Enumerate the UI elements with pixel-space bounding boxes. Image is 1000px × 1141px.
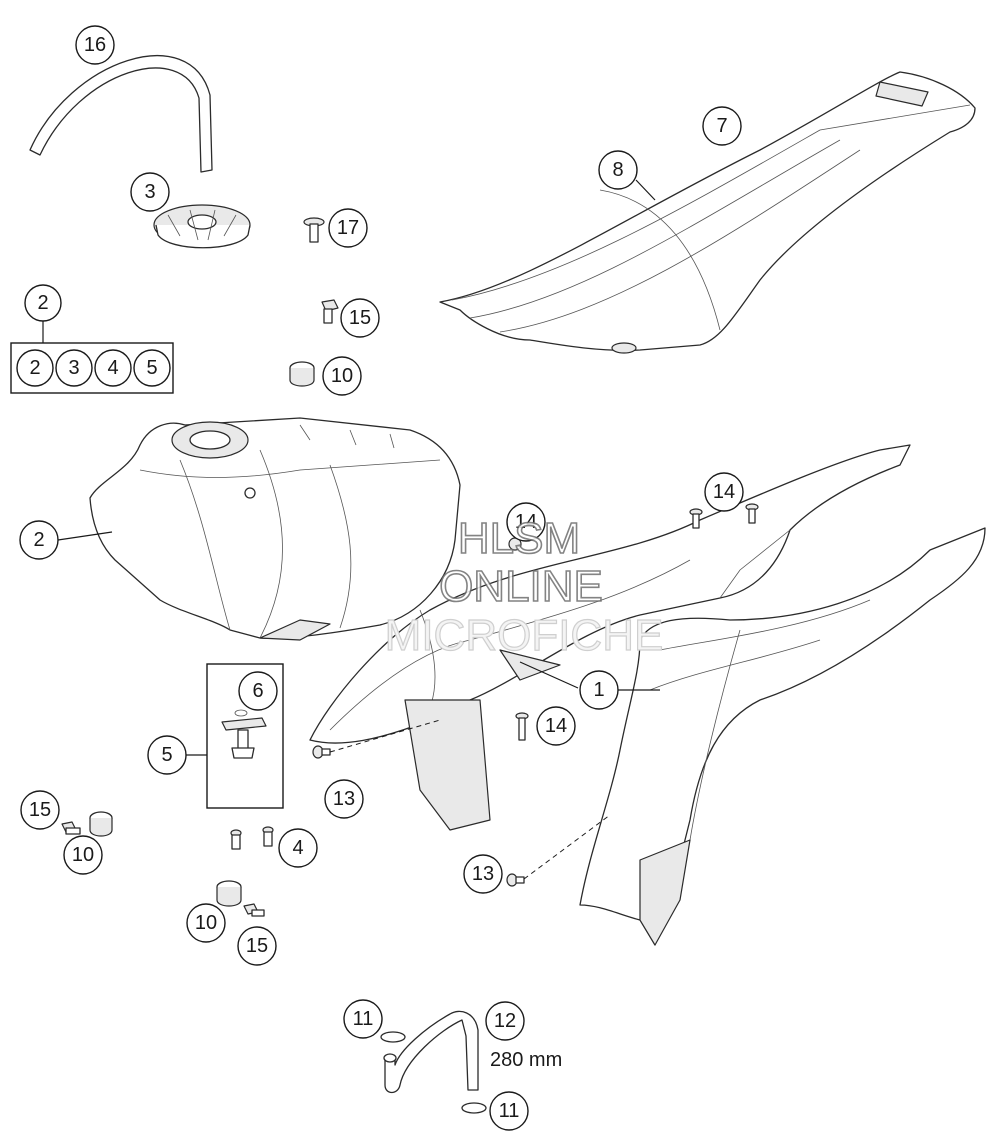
callout-13-mid: 13	[324, 779, 364, 819]
svg-text:10: 10	[331, 365, 353, 387]
svg-text:10: 10	[195, 912, 217, 934]
kit-item-5: 5	[133, 349, 171, 387]
svg-text:2: 2	[37, 292, 48, 314]
callout-13-low: 13	[463, 854, 503, 894]
svg-text:15: 15	[246, 935, 268, 957]
callout-15-low: 15	[237, 926, 277, 966]
callout-15-top: 15	[340, 298, 380, 338]
callout-6: 6	[238, 671, 278, 711]
kit-item-3: 3	[55, 349, 93, 387]
callout-8: 8	[598, 150, 638, 190]
callout-14-top: 14	[704, 472, 744, 512]
fuel-tank	[89, 417, 461, 641]
svg-text:5: 5	[161, 744, 172, 766]
svg-text:14: 14	[713, 481, 735, 503]
svg-text:4: 4	[292, 837, 303, 859]
callout-15-left: 15	[20, 790, 60, 830]
svg-text:2: 2	[33, 529, 44, 551]
svg-text:15: 15	[349, 307, 371, 329]
svg-text:14: 14	[515, 511, 537, 533]
hex-screw-15-low	[243, 903, 265, 917]
side-panel-right	[579, 527, 986, 946]
screw-14-c	[515, 712, 529, 741]
svg-text:8: 8	[612, 159, 623, 181]
callout-leaders	[42, 179, 660, 880]
svg-text:HLSM: HLSM	[458, 514, 580, 563]
spacer-10-left	[89, 811, 113, 837]
callout-11-low: 11	[489, 1091, 529, 1131]
screw-13-mid	[312, 745, 331, 759]
svg-text:14: 14	[545, 715, 567, 737]
svg-text:13: 13	[333, 788, 355, 810]
svg-text:15: 15	[29, 799, 51, 821]
callout-11-top: 11	[343, 999, 383, 1039]
svg-text:12: 12	[494, 1010, 516, 1032]
hex-screw-15-left	[61, 821, 81, 835]
callout-7: 7	[702, 106, 742, 146]
callout-14-mid: 14	[506, 502, 546, 542]
callout-10-low: 10	[186, 903, 226, 943]
screw-14-a	[689, 508, 703, 529]
svg-text:13: 13	[472, 863, 494, 885]
screws-4	[230, 826, 274, 850]
fuel-tap-assembly	[206, 663, 284, 809]
hex-screw-15-top	[321, 299, 339, 324]
svg-text:6: 6	[252, 680, 263, 702]
svg-text:3: 3	[144, 181, 155, 203]
screw-17	[303, 217, 325, 243]
svg-text:16: 16	[84, 34, 106, 56]
fuel-tap-frame	[206, 663, 284, 809]
svg-text:4: 4	[107, 357, 118, 379]
fuel-cap	[153, 204, 251, 249]
clamp-11-low	[461, 1102, 487, 1114]
kit-item-2: 2	[16, 349, 54, 387]
callout-16: 16	[75, 25, 115, 65]
svg-text:7: 7	[716, 115, 727, 137]
svg-text:11: 11	[353, 1008, 374, 1030]
svg-text:2: 2	[29, 357, 40, 379]
callout-2-tank: 2	[19, 520, 59, 560]
kit-box	[10, 342, 174, 394]
hose-12	[383, 1010, 479, 1094]
seat	[439, 71, 976, 354]
screw-14-b	[745, 503, 759, 524]
svg-text:17: 17	[337, 217, 359, 239]
clamp-11-top	[380, 1031, 406, 1043]
svg-text:3: 3	[68, 357, 79, 379]
callout-17: 17	[328, 208, 368, 248]
svg-text:5: 5	[146, 357, 157, 379]
callout-2-group: 2	[24, 284, 62, 322]
callout-14-low: 14	[536, 706, 576, 746]
callout-1: 1	[579, 670, 619, 710]
svg-text:ONLINE: ONLINE	[439, 562, 603, 611]
callout-5: 5	[147, 735, 187, 775]
side-panel-left	[309, 444, 911, 831]
svg-text:1: 1	[593, 679, 604, 701]
callout-4: 4	[278, 828, 318, 868]
svg-text:11: 11	[499, 1100, 520, 1122]
callout-12: 12	[485, 1001, 525, 1041]
callout-10-top: 10	[322, 356, 362, 396]
fuel-breather-hose	[29, 55, 213, 173]
hose-length-label: 280 mm	[490, 1049, 562, 1071]
callout-10-left: 10	[63, 835, 103, 875]
watermark: HLSM ONLINE MICROFICHE	[384, 513, 664, 660]
spacer-10-top	[289, 361, 315, 387]
screw-13-low	[506, 873, 525, 887]
spacer-10-low	[216, 880, 242, 907]
svg-text:MICROFICHE: MICROFICHE	[385, 611, 664, 660]
kit-item-4: 4	[94, 349, 132, 387]
callout-3: 3	[130, 172, 170, 212]
svg-text:10: 10	[72, 844, 94, 866]
